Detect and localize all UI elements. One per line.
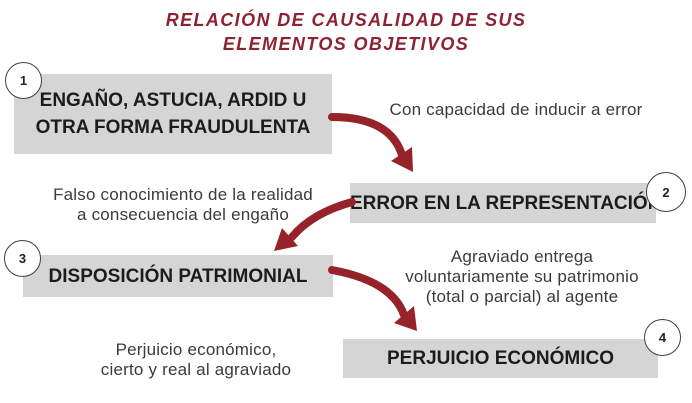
stage-number-badge-3: 3 [4, 240, 41, 277]
note-line: cierto y real al agraviado [100, 360, 292, 379]
note-line: a consecuencia del engaño [77, 205, 289, 224]
stage-number-badge-1: 1 [5, 62, 42, 99]
stage-number: 3 [18, 251, 27, 266]
page-title-line-1: RELACIÓN DE CAUSALIDAD DE SUS [165, 10, 527, 30]
stage-label-line: PERJUICIO ECONÓMICO [387, 348, 614, 369]
note-line: (total o parcial) al agente [425, 287, 619, 306]
stage-box-error-representacion: ERROR EN LA REPRESENTACIÓN [350, 183, 662, 223]
stage-label-line: ENGAÑO, ASTUCIA, ARDID U [39, 90, 307, 111]
stage-box-disposicion-patrimonial: DISPOSICIÓN PATRIMONIAL [23, 255, 333, 297]
stage-box-engano: ENGAÑO, ASTUCIA, ARDID U OTRA FORMA FRAU… [14, 74, 332, 154]
note-line: Agraviado entrega [450, 247, 594, 266]
stage-number: 1 [19, 73, 28, 88]
page-title-line-2: ELEMENTOS OBJETIVOS [222, 34, 470, 54]
stage-label-line: DISPOSICIÓN PATRIMONIAL [48, 265, 308, 287]
stage-box-perjuicio-economico: PERJUICIO ECONÓMICO [343, 339, 658, 378]
stage-number: 4 [658, 330, 667, 345]
stage-number: 2 [662, 184, 670, 200]
note-line: Falso conocimiento de la realidad [53, 185, 313, 204]
curved-arrow-icon-1 [328, 113, 413, 172]
note-capacidad-inducir-error: Con capacidad de inducir a error [362, 100, 670, 120]
note-perjuicio-cierto-real: Perjuicio económico, cierto y real al ag… [45, 340, 347, 380]
note-line: Perjuicio económico, [115, 340, 277, 359]
page-title: RELACIÓN DE CAUSALIDAD DE SUS ELEMENTOS … [8, 8, 684, 56]
note-line: Con capacidad de inducir a error [389, 100, 643, 119]
stage-number-badge-2: 2 [646, 172, 686, 212]
stage-label-line: OTRA FORMA FRAUDULENTA [35, 117, 311, 138]
note-agraviado-entrega: Agraviado entrega voluntariamente su pat… [378, 247, 666, 307]
stage-number-badge-4: 4 [644, 319, 681, 356]
note-line: voluntariamente su patrimonio [405, 267, 639, 286]
stage-label-line: ERROR EN LA REPRESENTACIÓN [350, 192, 662, 214]
note-falso-conocimiento: Falso conocimiento de la realidad a cons… [30, 185, 336, 225]
